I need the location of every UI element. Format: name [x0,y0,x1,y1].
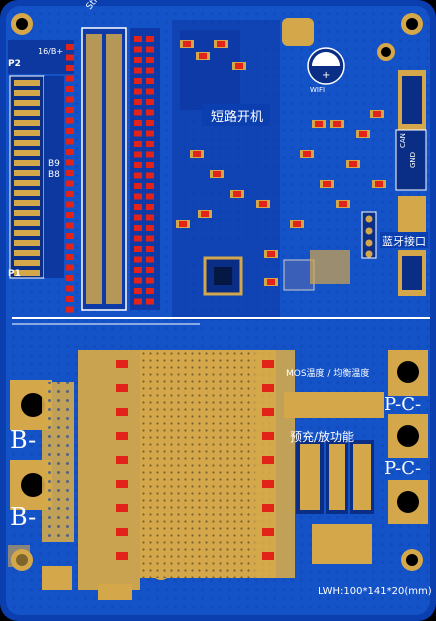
b16-label: 16/B+ [38,47,63,56]
pc-terminals: P-C- P-C- [384,350,428,524]
can-label: CAN [399,133,407,148]
bluetooth-header [361,211,377,259]
balance-connector [9,75,64,279]
p2-label: P2 [8,59,21,69]
center-components [176,40,386,286]
right-connectors: CAN GND WIFI [310,70,427,296]
wifi-label: WIFI [310,86,325,94]
can-gnd-label: GND [409,152,417,168]
mosfet-area [78,350,384,590]
electrolytic-capacitor: + [282,18,345,85]
mcu-area [172,20,350,320]
resistor-columns [66,27,160,313]
mos-temp-label: MOS温度 / 均衡温度 [286,367,369,379]
b-minus-bottom-label: B- [10,503,36,531]
b-minus-top-label: B- [10,426,36,454]
precharge-label: 预充/放功能 [290,429,354,444]
svg-text:+: + [322,70,330,81]
dimensions-label: LWH:100*141*20(mm) [318,586,432,597]
b8-label: B8 [48,170,60,180]
crystal [283,259,315,291]
short-switch-text: 短路开机 [211,109,263,125]
b9-label: B9 [48,159,60,169]
short-switch-label: 短路开机 [202,104,270,126]
p1-label: P1 [8,269,21,279]
pc-bottom-label: P-C- [384,458,421,479]
b-minus-terminals: B- B- [10,380,74,542]
pc-top-label: P-C- [384,394,421,415]
bluetooth-port-label: 蓝牙接口 [382,235,426,248]
